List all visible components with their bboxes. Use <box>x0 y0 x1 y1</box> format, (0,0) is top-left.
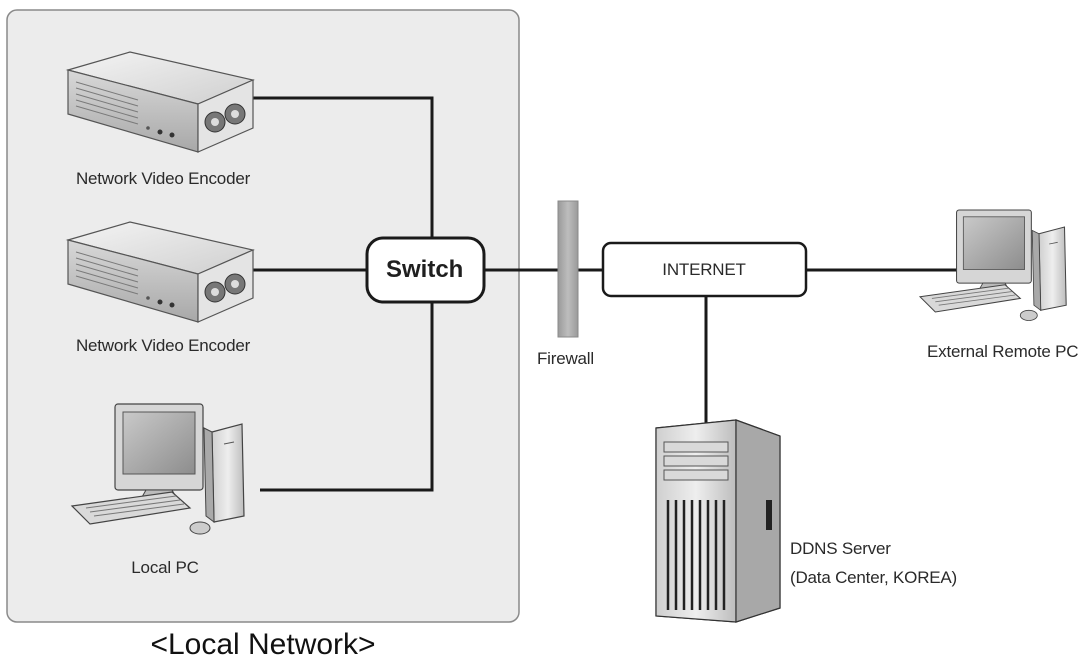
link-encoder1-switch <box>250 96 434 240</box>
desktop-pc-icon <box>919 209 1067 322</box>
local-network-caption: <Local Network> <box>150 628 376 661</box>
remote-pc-label: External Remote PC <box>927 342 1079 361</box>
ddns-server-label: DDNS Server <box>790 539 891 558</box>
ddns-location-label: (Data Center, KOREA) <box>790 568 958 587</box>
firewall-bar <box>557 200 579 338</box>
firewall-label: Firewall <box>537 349 594 368</box>
encoder-1-label: Network Video Encoder <box>75 169 251 188</box>
link-localpc-switch <box>260 300 434 492</box>
switch-label: Switch <box>386 256 464 283</box>
internet-box <box>601 241 808 298</box>
switch-box <box>365 236 486 304</box>
internet-label: INTERNET <box>662 260 746 279</box>
tower-server-icon <box>655 419 781 623</box>
local-pc-label: Local PC <box>131 558 199 577</box>
connection-lines <box>250 96 960 492</box>
encoder-2-label: Network Video Encoder <box>75 336 251 355</box>
